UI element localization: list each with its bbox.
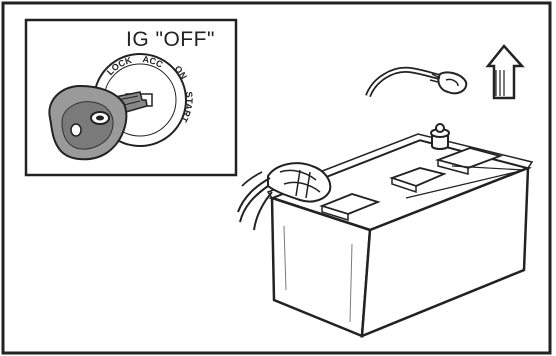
ignition-off-label: IG "OFF" — [126, 28, 215, 52]
car-battery-icon — [238, 124, 532, 336]
up-arrow-icon — [488, 46, 522, 98]
disconnected-cable-icon — [368, 70, 466, 96]
